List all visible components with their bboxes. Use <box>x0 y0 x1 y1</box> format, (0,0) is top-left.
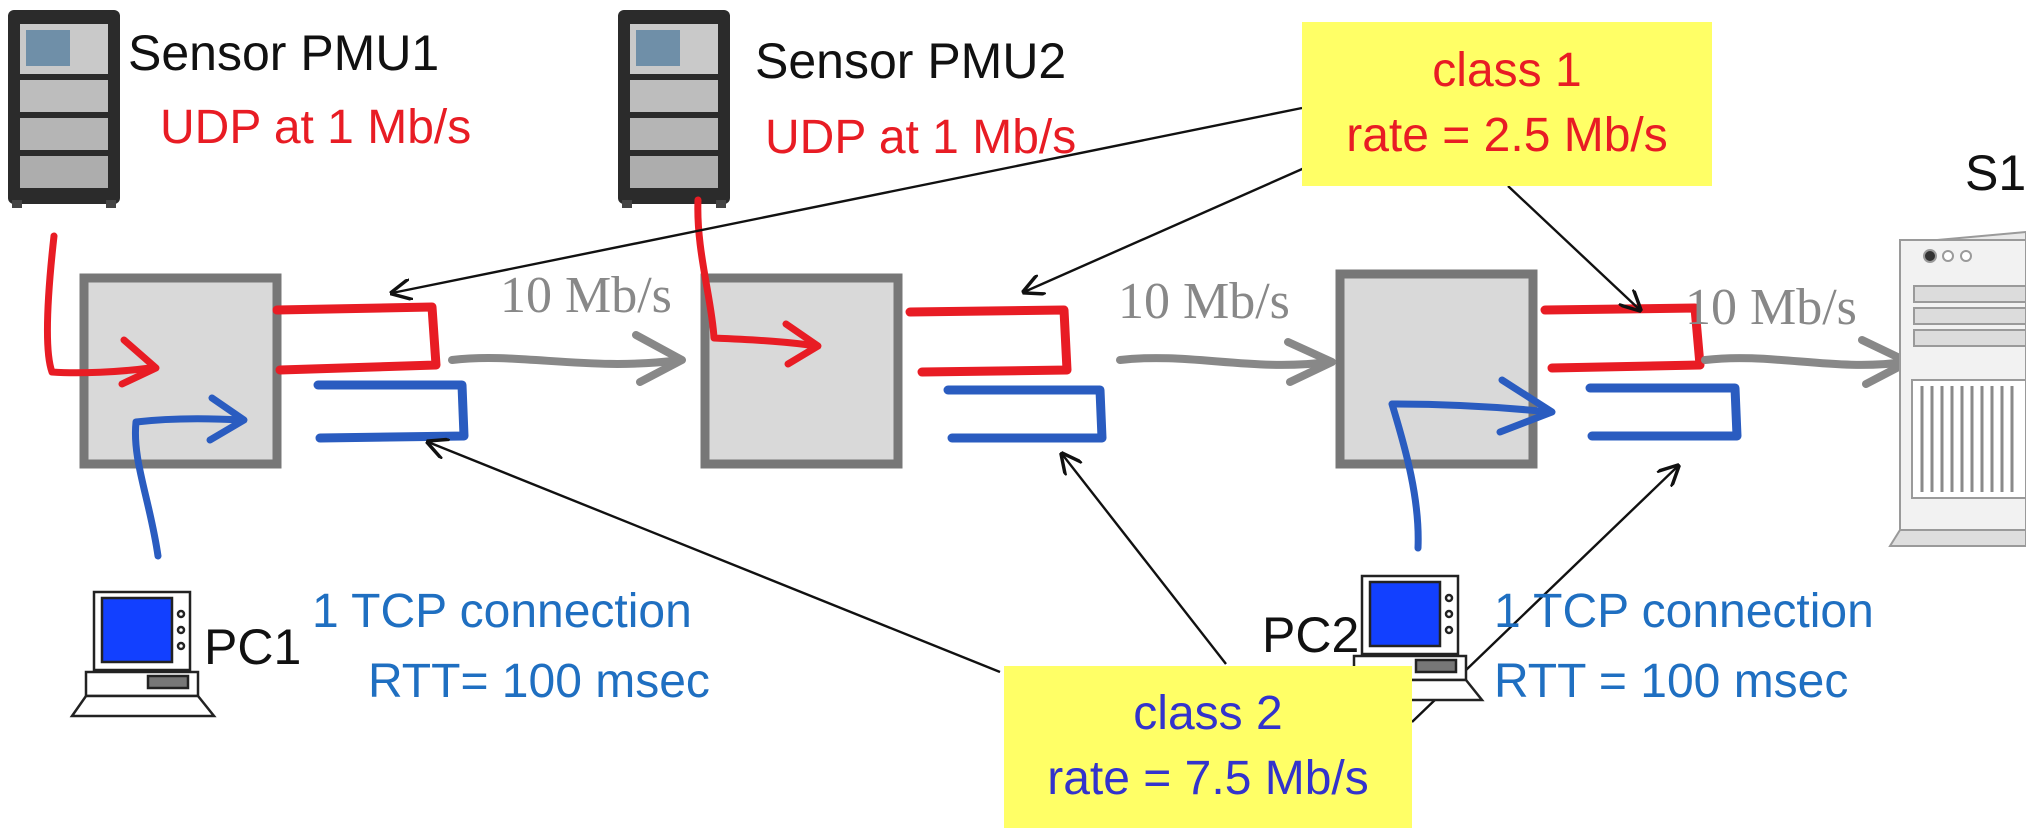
queue-class2-router2 <box>943 385 1107 443</box>
tcp-flow-pc2-arrowhead <box>1496 376 1556 436</box>
pc2-rtt: RTT = 100 msec <box>1494 655 1849 708</box>
link-2-arrowhead <box>1284 338 1336 386</box>
link-rate-3: 10 Mb/s <box>1685 279 1857 336</box>
class1-pointer-router1 <box>392 106 1303 293</box>
udp-flow-pmu2-arrowhead <box>782 320 822 368</box>
udp-flow-pmu1-arrowhead <box>118 336 160 388</box>
pc2-connection: 1 TCP connection <box>1494 585 1874 638</box>
server-s1-icon <box>1888 230 2026 547</box>
udp-flow-pmu2 <box>694 196 820 350</box>
class1-name: class 1 <box>1432 44 1582 98</box>
sensor-pmu2-traffic: UDP at 1 Mb/s <box>765 111 1077 164</box>
tcp-flow-pc1 <box>131 415 246 560</box>
link-3 <box>1701 354 1909 369</box>
router-3 <box>1335 269 1538 469</box>
queue-class1-router2 <box>905 305 1072 377</box>
sensor-rack-pmu1-icon <box>8 10 120 208</box>
class1-callout: class 1 rate = 2.5 Mb/s <box>1302 22 1712 186</box>
queue-class1-router3 <box>1540 303 1705 373</box>
tcp-flow-pc1-arrowhead <box>206 394 248 444</box>
pc1-computer-icon <box>69 590 217 718</box>
router-2 <box>700 273 903 469</box>
pc1-label: PC1 <box>204 619 302 675</box>
class2-callout: class 2 rate = 7.5 Mb/s <box>1004 666 1412 828</box>
class1-rate: rate = 2.5 Mb/s <box>1346 109 1668 162</box>
class2-pointer-router1 <box>428 442 1001 674</box>
pc1-rtt: RTT= 100 msec <box>368 655 710 708</box>
server-s1-label: S1 <box>1965 145 2026 201</box>
sensor-pmu1-label: Sensor PMU1 <box>128 25 440 81</box>
sensor-pmu1-traffic: UDP at 1 Mb/s <box>160 101 472 154</box>
link-2 <box>1116 354 1334 369</box>
udp-flow-pmu1 <box>44 232 154 377</box>
class1-pointer-router3 <box>1507 185 1640 310</box>
class2-name: class 2 <box>1133 687 1283 741</box>
queue-class1-router1 <box>272 302 441 375</box>
pc1-connection: 1 TCP connection <box>312 585 692 638</box>
pc2-label: PC2 <box>1262 607 1360 663</box>
link-rate-2: 10 Mb/s <box>1118 273 1290 330</box>
class2-rate: rate = 7.5 Mb/s <box>1047 752 1369 805</box>
class2-pointer-router2 <box>1062 454 1227 665</box>
link-rate-1: 10 Mb/s <box>500 267 672 324</box>
link-1-arrowhead <box>632 331 686 386</box>
class1-pointer-router2 <box>1024 160 1319 292</box>
queue-class2-router3 <box>1585 383 1742 441</box>
queue-class2-router1 <box>313 380 469 443</box>
link-1 <box>448 354 684 368</box>
sensor-rack-pmu2-icon <box>618 10 730 208</box>
tcp-flow-pc2 <box>1388 400 1554 552</box>
sensor-pmu2-label: Sensor PMU2 <box>755 33 1067 89</box>
